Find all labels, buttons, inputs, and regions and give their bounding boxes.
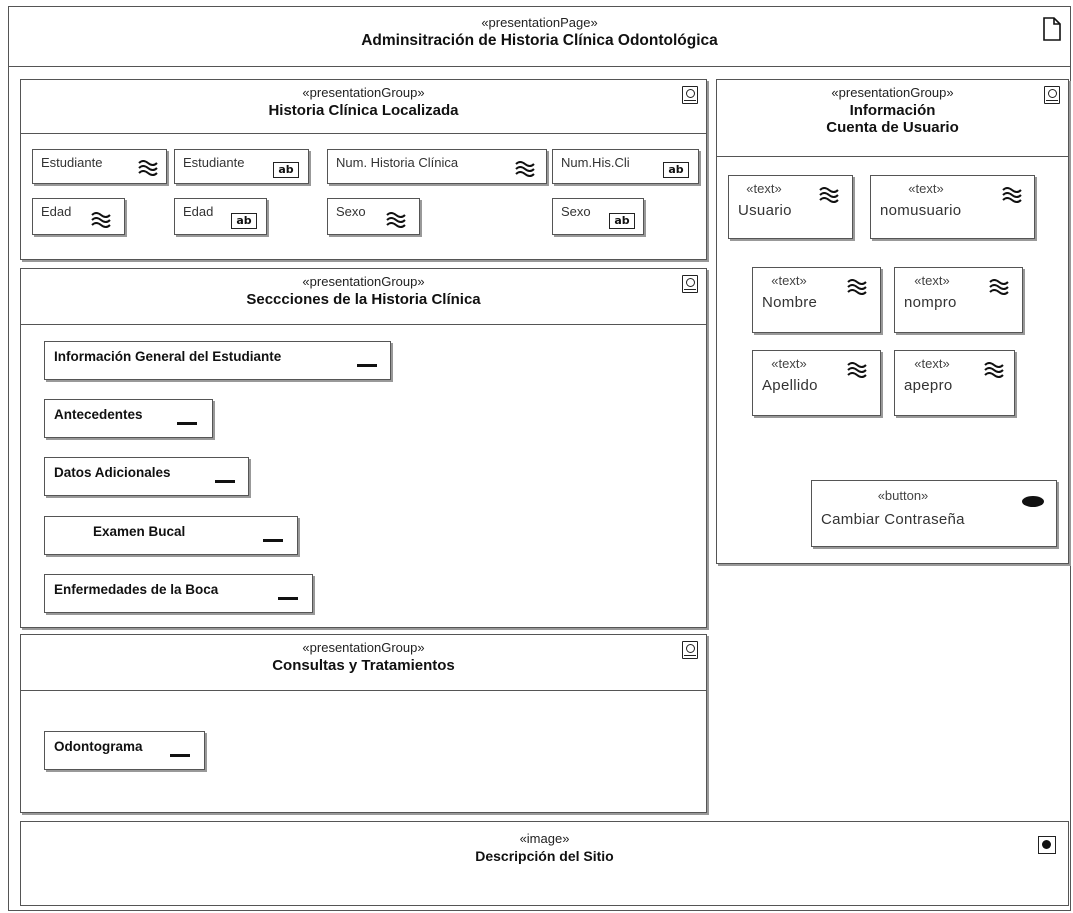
field-label: Edad	[183, 204, 214, 219]
text-value: nomusuario	[880, 202, 962, 219]
image-stereotype: «image»	[519, 831, 570, 846]
field-label: Sexo	[336, 204, 366, 219]
text-usuario: «text» Usuario	[728, 175, 853, 239]
estudiante-label-field: Estudiante	[32, 149, 167, 184]
nav-examen-bucal[interactable]: Examen Bucal	[44, 516, 298, 555]
nav-label: Enfermedades de la Boca	[54, 582, 219, 597]
group-stereotype: «presentationGroup»	[302, 640, 425, 655]
presentation-group-icon	[682, 641, 698, 659]
field-label: Sexo	[561, 204, 591, 219]
field-label: Num. Historia Clínica	[336, 155, 459, 170]
button-icon	[1022, 496, 1044, 507]
wavy-text-icon	[138, 160, 158, 176]
field-label: Estudiante	[183, 155, 245, 170]
group-header: «presentationGroup» Consultas y Tratamie…	[21, 635, 706, 691]
edad-input-field[interactable]: Edad ab	[174, 198, 267, 235]
group-informacion-cuenta-usuario: «presentationGroup» Información Cuenta d…	[716, 79, 1069, 564]
link-dash-icon	[263, 539, 283, 542]
text-nombre: «text» Nombre	[752, 267, 881, 333]
nav-informacion-general-estudiante[interactable]: Información General del Estudiante	[44, 341, 391, 380]
nav-label: Examen Bucal	[93, 524, 186, 539]
text-stereotype: «text»	[914, 273, 950, 288]
text-apepro: «text» apepro	[894, 350, 1015, 416]
group-title: Consultas y Tratamientos	[272, 657, 455, 674]
page-title: Adminsitración de Historia Clínica Odont…	[361, 32, 718, 49]
text-stereotype: «text»	[771, 356, 807, 371]
text-value: apepro	[904, 377, 953, 394]
nav-label: Información General del Estudiante	[54, 349, 282, 364]
text-stereotype: «text»	[908, 181, 944, 196]
text-stereotype: «text»	[771, 273, 807, 288]
num-his-cli-input-field[interactable]: Num.His.Cli ab	[552, 149, 699, 184]
field-label: Edad	[41, 204, 72, 219]
text-input-icon: ab	[609, 213, 635, 229]
page-stereotype: «presentationPage»	[481, 15, 598, 30]
link-dash-icon	[177, 422, 197, 425]
field-label: Estudiante	[41, 155, 103, 170]
nav-label: Antecedentes	[54, 407, 143, 422]
nav-label: Odontograma	[54, 739, 143, 754]
link-dash-icon	[357, 364, 377, 367]
text-value: Usuario	[738, 202, 792, 219]
group-header: «presentationGroup» Historia Clínica Loc…	[21, 80, 706, 134]
link-dash-icon	[278, 597, 298, 600]
document-icon	[1043, 17, 1061, 41]
nav-odontograma[interactable]: Odontograma	[44, 731, 205, 770]
group-header: «presentationGroup» Información Cuenta d…	[717, 80, 1068, 157]
text-stereotype: «text»	[746, 181, 782, 196]
sexo-label-field: Sexo	[327, 198, 420, 235]
wavy-text-icon	[1002, 187, 1022, 203]
edad-label-field: Edad	[32, 198, 125, 235]
image-descripcion-sitio: «image» Descripción del Sitio	[20, 821, 1069, 906]
presentation-group-icon	[682, 86, 698, 104]
wavy-text-icon	[984, 362, 1004, 378]
wavy-text-icon	[989, 279, 1009, 295]
cambiar-contrasena-button[interactable]: «button» Cambiar Contraseña	[811, 480, 1057, 547]
presentation-group-icon	[682, 275, 698, 293]
group-consultas-tratamientos: «presentationGroup» Consultas y Tratamie…	[20, 634, 707, 813]
wavy-text-icon	[91, 212, 111, 228]
image-title: Descripción del Sitio	[475, 848, 614, 864]
text-apellido: «text» Apellido	[752, 350, 881, 416]
link-dash-icon	[215, 480, 235, 483]
nav-label: Datos Adicionales	[54, 465, 171, 480]
group-title-line2: Cuenta de Usuario	[826, 119, 959, 136]
presentation-group-icon	[1044, 86, 1060, 104]
wavy-text-icon	[386, 212, 406, 228]
sexo-input-field[interactable]: Sexo ab	[552, 198, 644, 235]
text-nompro: «text» nompro	[894, 267, 1023, 333]
text-value: Apellido	[762, 377, 818, 394]
field-label: Num.His.Cli	[561, 155, 630, 170]
group-historia-clinica-localizada: «presentationGroup» Historia Clínica Loc…	[20, 79, 707, 260]
text-value: nompro	[904, 294, 957, 311]
text-value: Nombre	[762, 294, 818, 311]
num-historia-clinica-label-field: Num. Historia Clínica	[327, 149, 547, 184]
wavy-text-icon	[847, 362, 867, 378]
image-icon	[1038, 836, 1056, 854]
group-stereotype: «presentationGroup»	[831, 85, 954, 100]
nav-datos-adicionales[interactable]: Datos Adicionales	[44, 457, 249, 496]
wavy-text-icon	[819, 187, 839, 203]
text-nomusuario: «text» nomusuario	[870, 175, 1035, 239]
page-header: «presentationPage» Adminsitración de His…	[9, 7, 1070, 67]
wavy-text-icon	[515, 161, 535, 177]
group-title: Historia Clínica Localizada	[268, 102, 459, 119]
text-stereotype: «text»	[914, 356, 950, 371]
text-input-icon: ab	[663, 162, 689, 178]
text-input-icon: ab	[273, 162, 299, 178]
wavy-text-icon	[847, 279, 867, 295]
group-title-line1: Información	[849, 102, 936, 119]
button-label: Cambiar Contraseña	[821, 511, 965, 528]
group-secciones-historia-clinica: «presentationGroup» Seccciones de la His…	[20, 268, 707, 628]
group-stereotype: «presentationGroup»	[302, 274, 425, 289]
estudiante-input-field[interactable]: Estudiante ab	[174, 149, 309, 184]
button-stereotype: «button»	[877, 488, 929, 503]
link-dash-icon	[170, 754, 190, 757]
group-title: Seccciones de la Historia Clínica	[246, 291, 481, 308]
group-header: «presentationGroup» Seccciones de la His…	[21, 269, 706, 325]
group-stereotype: «presentationGroup»	[302, 85, 425, 100]
nav-antecedentes[interactable]: Antecedentes	[44, 399, 213, 438]
nav-enfermedades-boca[interactable]: Enfermedades de la Boca	[44, 574, 313, 613]
text-input-icon: ab	[231, 213, 257, 229]
